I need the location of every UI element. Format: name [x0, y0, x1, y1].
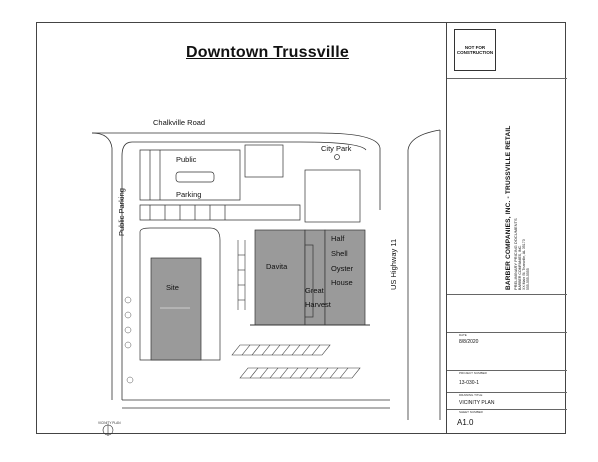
- sheet-number-value: A1.0: [457, 418, 474, 427]
- sheet-border: [36, 22, 566, 434]
- project-number-label: PROJECT NUMBER: [459, 371, 487, 375]
- drawing-title-label: DRAWING TITLE: [459, 393, 483, 397]
- title-block-divider: [447, 78, 567, 79]
- half-shell-label-3: Oyster: [331, 264, 354, 273]
- public-parking-label: Public Parking: [117, 188, 126, 236]
- davita-label: Davita: [266, 262, 288, 271]
- title-block: NOT FOR CONSTRUCTION BARBER COMPANIES, I…: [446, 22, 567, 434]
- half-shell-label-4: House: [331, 278, 353, 287]
- half-shell-label-1: Half: [331, 234, 345, 243]
- us-highway-label: US Highway 11: [389, 239, 398, 290]
- city-park: [244, 144, 361, 223]
- site-plan-map: Chalkville Road Public Parking Public Pa…: [91, 118, 441, 436]
- main-buildings: [250, 229, 370, 326]
- title-block-divider: [447, 332, 567, 333]
- not-for-construction-stamp: NOT FOR CONSTRUCTION: [454, 29, 496, 71]
- bottom-road: [122, 399, 390, 409]
- north-arrow-icon: [102, 424, 114, 436]
- plan-title: Downtown Trussville: [186, 44, 349, 61]
- chalkville-road-label: Chalkville Road: [153, 118, 205, 127]
- city-park-label: City Park: [321, 144, 352, 153]
- left-road: [91, 132, 133, 400]
- site-block: [139, 227, 221, 361]
- company-name: BARBER COMPANIES, INC. - TRUSSVILLE RETA…: [505, 125, 512, 290]
- address-line-3: 555-555-5555: [526, 268, 531, 290]
- vicinity-plan-small-label: VICINITY PLAN: [98, 421, 121, 425]
- site-label: Site: [166, 283, 179, 292]
- drawing-title-value: VICINITY PLAN: [459, 400, 495, 406]
- public-parking-lot: [139, 149, 301, 221]
- chalkville-road: [92, 132, 381, 210]
- title-block-divider: [447, 409, 567, 410]
- half-shell-label-2: Shell: [331, 249, 348, 258]
- public-label: Public: [176, 155, 197, 164]
- sheet-number-label: SHEET NUMBER: [459, 410, 483, 414]
- great-harvest-label-1: Great: [305, 286, 325, 295]
- title-block-divider: [447, 370, 567, 371]
- shop-parking: [237, 240, 246, 310]
- date-value: 8/8/2020: [459, 339, 479, 345]
- trees: [124, 296, 134, 384]
- us-highway-11: [407, 129, 441, 420]
- project-number-value: 13-030-1: [459, 380, 480, 386]
- project-info-vertical: BARBER COMPANIES, INC. - TRUSSVILLE RETA…: [505, 125, 531, 290]
- date-label: DATE: [459, 333, 467, 337]
- great-harvest-label-2: Harvest: [305, 300, 332, 309]
- title-block-divider: [447, 392, 567, 393]
- title-block-divider: [447, 294, 567, 295]
- parking-label: Parking: [176, 190, 201, 199]
- diagonal-parking: [231, 344, 361, 379]
